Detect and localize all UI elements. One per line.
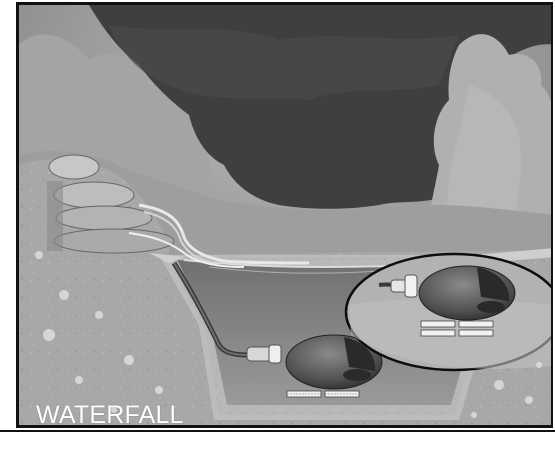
diagram-frame: WATERFALL — [16, 2, 553, 428]
bottom-rule — [0, 430, 555, 432]
caption-label: WATERFALL — [36, 403, 184, 428]
pump-detail-inset — [346, 254, 553, 370]
pond-waterfall-illustration — [19, 5, 553, 428]
